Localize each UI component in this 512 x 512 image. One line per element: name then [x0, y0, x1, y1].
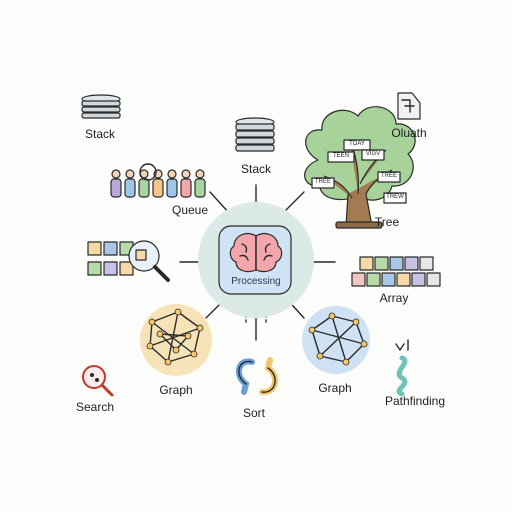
stack-top-label: Stack: [240, 162, 272, 176]
search-icon: [82, 365, 114, 397]
array-label: Array: [379, 291, 409, 305]
tree-tag-label: TREE: [380, 173, 398, 179]
stack-icon: [81, 94, 121, 119]
tree-tag-label: TREE: [314, 179, 332, 185]
pathfinding-label: Pathfinding: [384, 394, 446, 408]
graph-left-label: Graph: [159, 383, 193, 397]
tree-tag-label: VIGV: [365, 151, 381, 157]
oluath-label: Oluath: [391, 126, 427, 140]
search-label: Search: [75, 400, 115, 414]
array-icon: [87, 241, 134, 276]
tree-tag-label: TOAY: [349, 141, 365, 147]
tree-label: Tree: [374, 215, 400, 229]
tree-icon: [304, 106, 416, 229]
tree-tag-label: TEEN: [332, 153, 350, 159]
brain-icon: [229, 233, 283, 273]
tree-tag-group: [311, 139, 407, 204]
magnifier-icon: [128, 240, 170, 282]
processing-label: Processing: [231, 276, 281, 287]
array-icon: [351, 256, 441, 287]
queue-icon: [110, 163, 206, 198]
processing-hub: [198, 202, 314, 318]
path-icon: [395, 339, 409, 397]
graph-icon: [302, 306, 370, 374]
graph-icon: [140, 304, 212, 376]
queue-label: Queue: [171, 203, 209, 217]
sort-arrows-icon: [235, 357, 279, 396]
graph-right-label: Graph: [318, 381, 352, 395]
stack-corner-label: Stack: [84, 127, 116, 141]
tree-tag-label: TREW: [386, 194, 404, 200]
stack-icon: [235, 117, 275, 152]
document-icon: [397, 92, 421, 120]
sort-label: Sort: [242, 406, 266, 420]
